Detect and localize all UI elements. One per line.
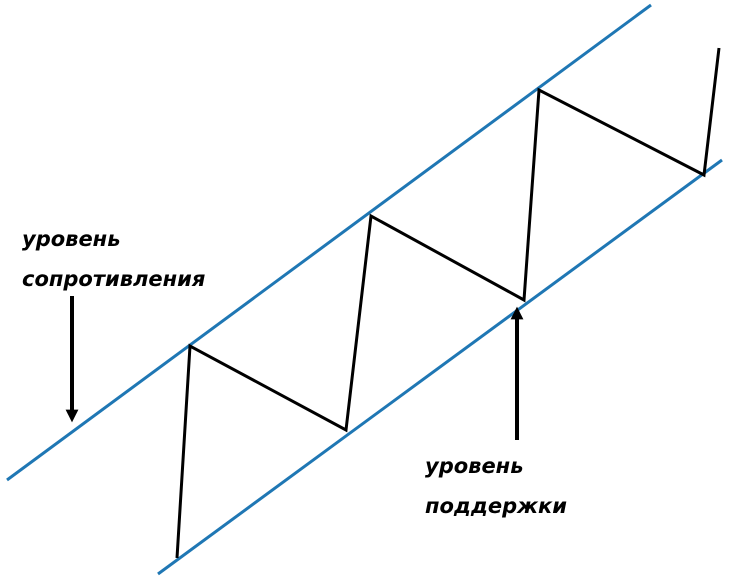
price-zigzag-line (175, 47, 721, 559)
resistance-label-line-1: уровень (22, 227, 121, 251)
support-trendline (157, 158, 723, 576)
resistance-level-label: уровень сопротивления (22, 219, 205, 299)
support-label-line-2: поддержки (425, 494, 567, 518)
support-label-line-1: уровень (425, 454, 524, 478)
support-level-label: уровень поддержки (425, 446, 567, 526)
resistance-label-line-2: сопротивления (22, 267, 206, 291)
resistance-trendline (6, 3, 652, 482)
